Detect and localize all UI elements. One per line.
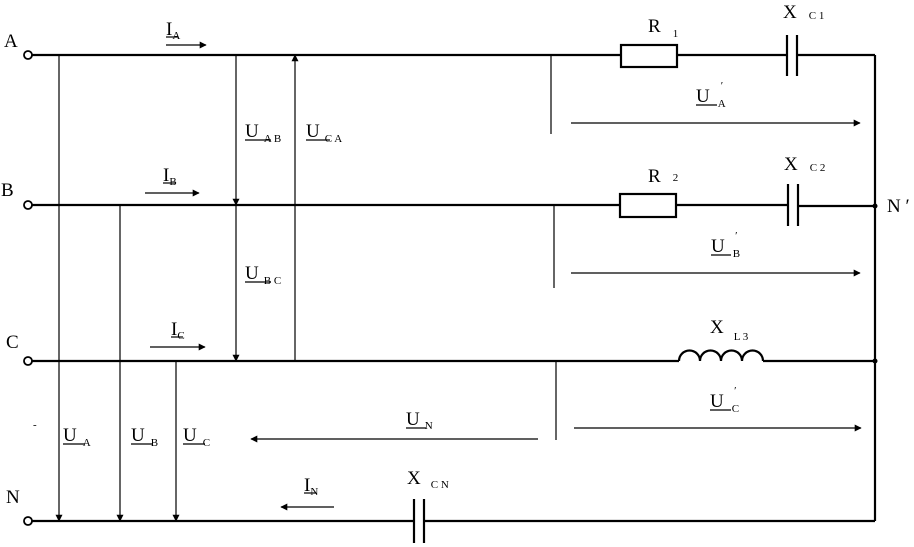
resistor-r2: [618, 192, 678, 219]
stray-mark: -: [33, 419, 37, 431]
resistor-r1: [619, 43, 679, 69]
capacitor-xcn: [412, 499, 426, 543]
capacitor-xc2: [786, 184, 800, 226]
inductor-xl3: [677, 349, 765, 362]
node-c-junction: [872, 358, 878, 364]
capacitor-xc1: [785, 35, 799, 76]
phasor-underlines: [63, 36, 731, 494]
label-ic: IC: [171, 319, 185, 342]
terminal-c: [23, 356, 33, 366]
label-in: IN: [304, 475, 318, 498]
terminal-a: [23, 50, 33, 60]
terminal-a-label: A: [4, 31, 18, 52]
terminal-c-label: C: [6, 332, 19, 353]
label-ib: IB: [163, 165, 177, 188]
label-ia: IA: [166, 19, 180, 42]
node-n-prime: [872, 203, 878, 209]
line-b-wire: [32, 203, 875, 208]
terminal-b: [23, 200, 33, 210]
terminal-n-label: N: [6, 487, 20, 508]
terminal-n: [23, 516, 33, 526]
terminal-b-label: B: [1, 180, 14, 201]
label-n-prime: N ′: [887, 196, 910, 217]
